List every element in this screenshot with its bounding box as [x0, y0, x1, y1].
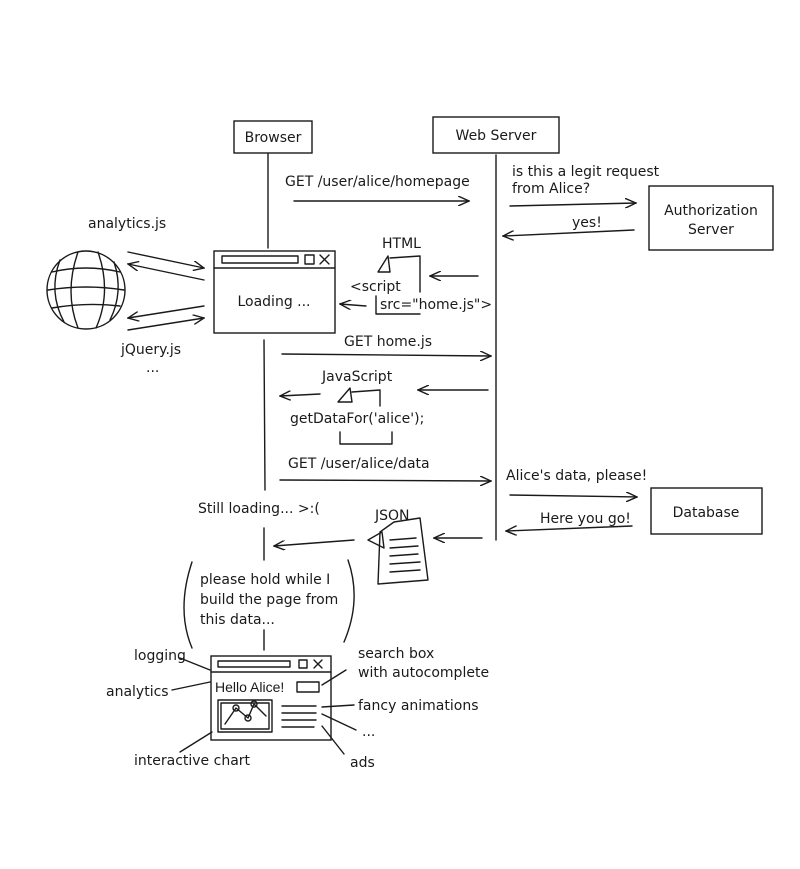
- database-label: Database: [673, 505, 740, 521]
- auth-yes-arrow: [503, 229, 635, 236]
- final-maximize-icon: [298, 659, 308, 669]
- search-box-label-line1: search box: [358, 646, 434, 662]
- browser-to-globe-arrow-1: [128, 264, 205, 281]
- logging-pointer: [179, 657, 211, 671]
- get-data-arrow: [279, 480, 491, 481]
- final-page-window: Hello Alice!: [210, 655, 332, 741]
- fancy-animations-pointer: [321, 704, 355, 708]
- close-icon: [319, 254, 330, 265]
- ads-pointer: [321, 725, 345, 755]
- search-box-sketch: [296, 681, 320, 693]
- html-label: HTML: [382, 236, 421, 252]
- web-server-label: Web Server: [456, 128, 537, 144]
- browser-label: Browser: [245, 130, 302, 146]
- hold-note-line3: this data...: [200, 612, 275, 628]
- script-tag-line1: <script: [350, 279, 401, 295]
- get-homejs-arrow: [281, 354, 491, 356]
- internet-globe-icon: [46, 250, 126, 330]
- ads-label: ads: [350, 755, 375, 771]
- authorization-label-line1: Authorization: [664, 203, 758, 219]
- chart-widget: [217, 699, 273, 733]
- logging-label: logging: [134, 648, 186, 664]
- javascript-response-arrow-2: [280, 394, 321, 396]
- analytics-pointer: [171, 681, 211, 691]
- authorization-server-actor: Authorization Server: [648, 185, 774, 251]
- script-tag-line2: src="home.js">: [380, 297, 492, 313]
- hold-note-line2: build the page from: [200, 592, 338, 608]
- interactive-chart-label: interactive chart: [134, 753, 251, 769]
- greeting-text: Hello Alice!: [215, 679, 284, 695]
- js-call-text: getDataFor('alice');: [290, 411, 424, 427]
- javascript-file-sketch: [337, 387, 393, 445]
- get-homepage-label: GET /user/alice/homepage: [285, 174, 470, 190]
- get-data-label: GET /user/alice/data: [288, 456, 430, 472]
- browser-lifeline: [263, 147, 269, 651]
- data-request-arrow: [509, 495, 637, 497]
- json-response-arrow-2: [274, 539, 355, 546]
- third-party-more-label: ...: [146, 360, 159, 376]
- globe-to-browser-arrow-1: [127, 251, 204, 268]
- loading-text: Loading ...: [237, 294, 310, 310]
- analytics-js-label: analytics.js: [88, 216, 166, 232]
- web-server-actor: Web Server: [432, 116, 560, 154]
- auth-request-arrow: [509, 203, 636, 206]
- auth-question-line2: from Alice?: [512, 181, 590, 197]
- authorization-label-line2: Server: [688, 222, 734, 238]
- loading-browser-window: Loading ...: [213, 250, 336, 334]
- search-box-label-line2: with autocomplete: [358, 665, 489, 681]
- browser-actor: Browser: [233, 120, 313, 154]
- html-document-sketch: [375, 255, 421, 315]
- data-reply-arrow: [506, 525, 633, 531]
- interactive-chart-pointer: [179, 731, 213, 753]
- auth-yes-label: yes!: [572, 215, 602, 231]
- final-close-icon: [313, 659, 323, 669]
- globe-to-browser-arrow-2: [127, 318, 204, 331]
- jquery-js-label: jQuery.js: [120, 342, 181, 358]
- more-pointer: [321, 713, 357, 731]
- search-box-pointer: [321, 669, 347, 686]
- json-label: JSON: [374, 508, 410, 524]
- auth-question-line1: is this a legit request: [512, 164, 660, 180]
- data-request-label: Alice's data, please!: [506, 468, 647, 484]
- hold-note-left-bracket: [183, 561, 193, 649]
- javascript-label: JavaScript: [321, 369, 393, 385]
- analytics-label: analytics: [106, 684, 169, 700]
- maximize-icon: [304, 254, 315, 265]
- database-actor: Database: [650, 487, 763, 535]
- browser-to-globe-arrow-2: [128, 305, 205, 318]
- data-reply-label: Here you go!: [540, 511, 631, 527]
- html-response-arrow-2: [340, 304, 367, 306]
- final-more-label: ...: [362, 724, 375, 740]
- still-loading-label: Still loading... >:(: [198, 501, 320, 517]
- fancy-animations-label: fancy animations: [358, 698, 478, 714]
- hold-note-right-bracket: [343, 559, 355, 643]
- hold-note-line1: please hold while I: [200, 572, 330, 588]
- get-homejs-label: GET home.js: [344, 334, 432, 350]
- json-document-icon: [367, 517, 429, 585]
